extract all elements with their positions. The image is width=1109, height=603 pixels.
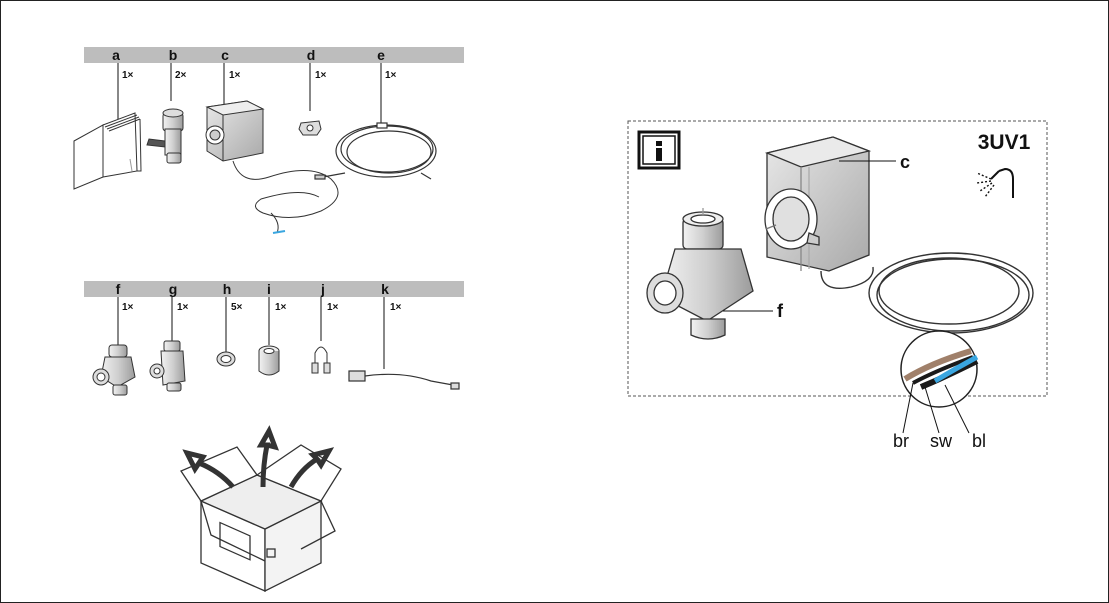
part-qty-a: 1× xyxy=(122,70,134,81)
part-qty-d: 1× xyxy=(315,70,327,81)
manual-icon xyxy=(73,112,142,190)
part-qty-h: 5× xyxy=(231,302,243,313)
part-letter-f: f xyxy=(116,281,121,297)
part-qty-c: 1× xyxy=(229,70,241,81)
part-letter-k: k xyxy=(381,281,389,297)
part-qty-g: 1× xyxy=(177,302,189,313)
three-way-valve-detail xyxy=(646,208,754,340)
wire-leaders xyxy=(902,382,970,434)
row1-headers: a b c d e 1× 2× 1× 1× 1× xyxy=(112,47,396,81)
row2-header-bar xyxy=(84,281,464,297)
part-qty-j: 1× xyxy=(327,302,339,313)
wire-label-blue: bl xyxy=(972,431,986,451)
wire-magnifier xyxy=(900,330,979,408)
info-icon xyxy=(637,130,681,170)
nut-icon xyxy=(258,345,280,376)
part-letter-e: e xyxy=(377,47,385,63)
row2-headers: f g h i j k 1× 1× 5× 1× 1× 1× xyxy=(116,281,402,313)
row1-leaders xyxy=(117,63,382,123)
cable-coil-detail xyxy=(820,252,1034,334)
shower-icon xyxy=(976,167,1014,198)
wire-label-black: sw xyxy=(930,431,953,451)
gasket-icon xyxy=(216,351,236,367)
sensor-cable-icon xyxy=(314,122,437,180)
ball-valve-icon xyxy=(146,108,184,164)
part-letter-j: j xyxy=(320,281,325,297)
unpack-arrows xyxy=(182,425,335,489)
part-letter-h: h xyxy=(223,281,232,297)
callout-f: f xyxy=(777,301,784,321)
part-qty-b: 2× xyxy=(175,70,187,81)
part-qty-k: 1× xyxy=(390,302,402,313)
part-letter-c: c xyxy=(221,47,229,63)
tee-fitting-icon xyxy=(149,340,186,392)
wire-label-brown: br xyxy=(893,431,909,451)
part-letter-b: b xyxy=(169,47,178,63)
part-letter-a: a xyxy=(112,47,120,63)
row2-leaders xyxy=(117,297,385,369)
part-letter-d: d xyxy=(307,47,316,63)
part-letter-g: g xyxy=(169,281,178,297)
three-way-valve-icon xyxy=(92,344,136,396)
part-qty-f: 1× xyxy=(122,302,134,313)
part-qty-i: 1× xyxy=(275,302,287,313)
row1-header-bar xyxy=(84,47,464,63)
callout-c: c xyxy=(900,152,910,172)
plug-cable-icon xyxy=(348,370,460,390)
clip-icon xyxy=(298,120,322,136)
actuator-icon xyxy=(205,100,339,234)
connector-icon xyxy=(311,346,331,374)
detail-frame xyxy=(627,120,1048,397)
valve-label: 3UV1 xyxy=(978,131,1031,154)
part-qty-e: 1× xyxy=(385,70,397,81)
part-letter-i: i xyxy=(267,281,271,297)
actuator-detail xyxy=(764,136,872,272)
